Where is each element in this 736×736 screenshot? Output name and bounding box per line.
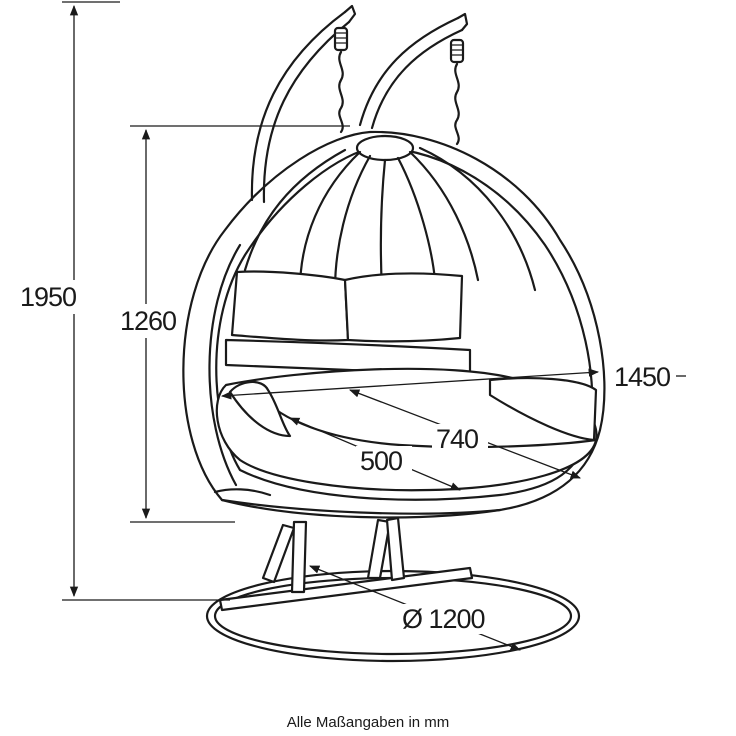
dim-seat-width: 740 — [436, 424, 478, 454]
hanging-poles — [250, 4, 469, 204]
dim-seat-height: 1260 — [120, 306, 176, 336]
base-ring — [205, 566, 581, 663]
top-cap — [355, 134, 415, 162]
dim-width: 1450 — [614, 362, 670, 392]
dim-seat-depth: 500 — [360, 446, 402, 476]
back-cushions — [224, 270, 472, 377]
dim-base-diameter: Ø 1200 — [402, 604, 485, 634]
chains — [333, 26, 465, 146]
seat-platform — [213, 488, 502, 519]
units-caption: Alle Maßangaben in mm — [286, 714, 450, 731]
dim-total-height: 1950 — [20, 282, 76, 312]
